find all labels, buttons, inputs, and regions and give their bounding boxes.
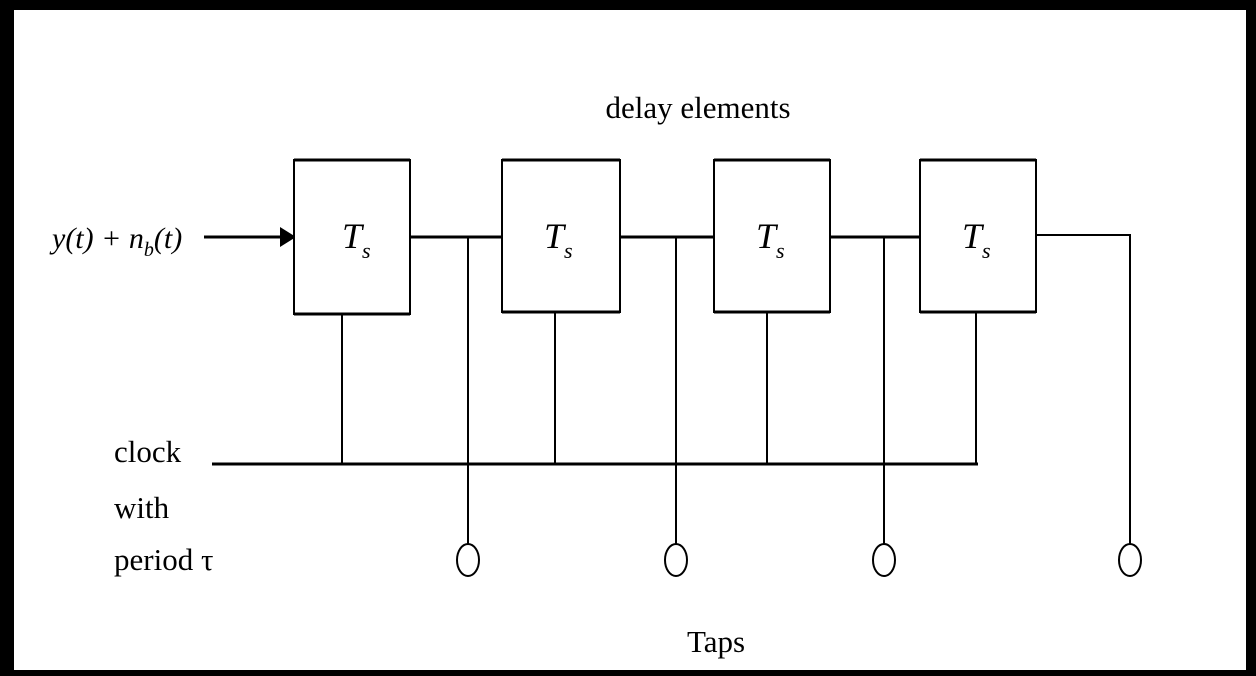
delay-element-2-label: Ts bbox=[544, 216, 573, 263]
input-signal-main: y(t) + n bbox=[49, 222, 144, 255]
delay-element-1-label: Ts bbox=[342, 216, 371, 263]
delay-element-4: Ts bbox=[919, 158, 1037, 314]
delay-element-2: Ts bbox=[501, 158, 621, 314]
input-signal-tail: (t) bbox=[154, 222, 182, 255]
clock-label-line-2: with bbox=[114, 490, 170, 525]
clock-label-line-1: clock bbox=[114, 434, 182, 469]
delay-element-4-label: Ts bbox=[962, 216, 991, 263]
input-signal-subscript: b bbox=[144, 239, 154, 261]
delay-element-3-label: Ts bbox=[756, 216, 785, 263]
output-wire bbox=[1036, 234, 1131, 545]
input-arrowhead bbox=[280, 227, 296, 247]
delay-element-1: Ts bbox=[293, 158, 411, 316]
delay-elements-title: delay elements bbox=[605, 90, 790, 125]
tap-1 bbox=[456, 543, 480, 577]
input-signal-label: y(t) + nb(t) bbox=[49, 222, 182, 261]
tap-2 bbox=[664, 543, 688, 577]
taps-label: Taps bbox=[687, 624, 745, 659]
delay-element-3: Ts bbox=[713, 158, 831, 314]
tap-3 bbox=[872, 543, 896, 577]
diagram-canvas bbox=[14, 10, 1246, 670]
clock-label-line-3: period τ bbox=[114, 542, 213, 577]
tap-4 bbox=[1118, 543, 1142, 577]
